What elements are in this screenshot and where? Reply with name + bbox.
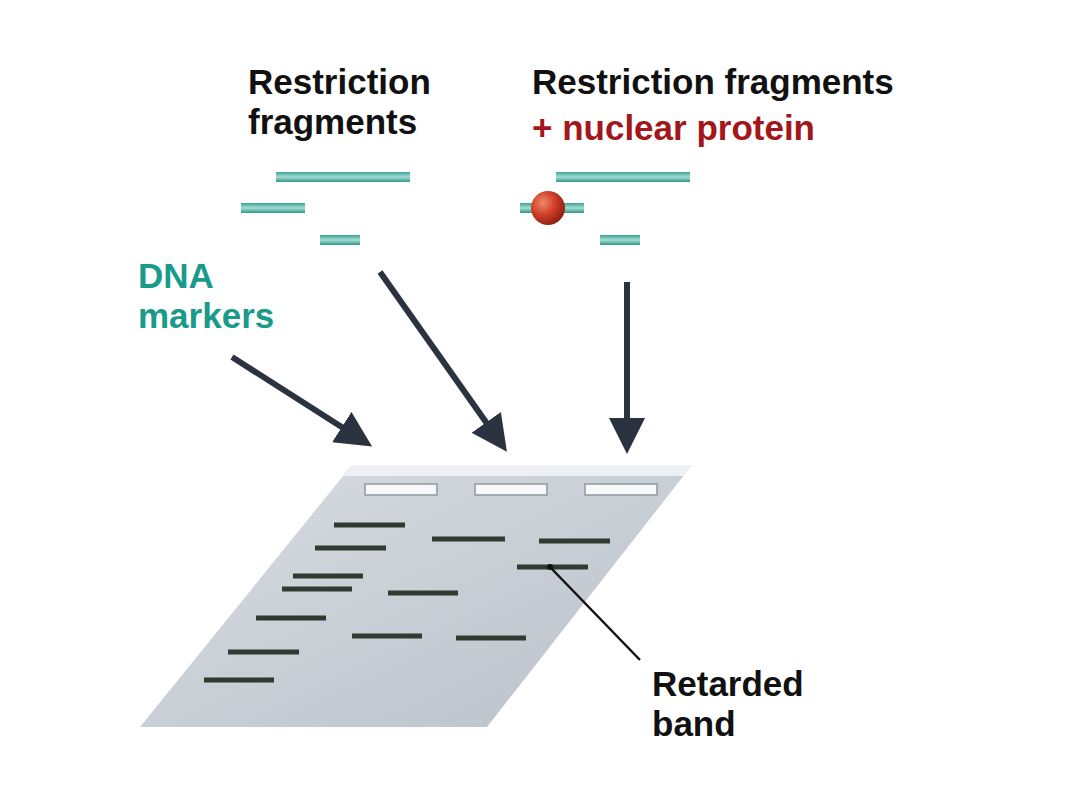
restriction-fragments: [241, 172, 690, 245]
lane-label: Restriction fragments: [532, 62, 972, 102]
marker-label: DNA markers: [138, 256, 318, 336]
bands: [204, 525, 610, 680]
leader-line: [547, 564, 640, 660]
gel: [140, 465, 692, 727]
band-label: Retarded band: [652, 664, 852, 744]
protein-label: + nuclear protein: [532, 108, 972, 148]
lane-label: Restriction fragments: [248, 62, 478, 142]
arrows: [232, 272, 627, 442]
